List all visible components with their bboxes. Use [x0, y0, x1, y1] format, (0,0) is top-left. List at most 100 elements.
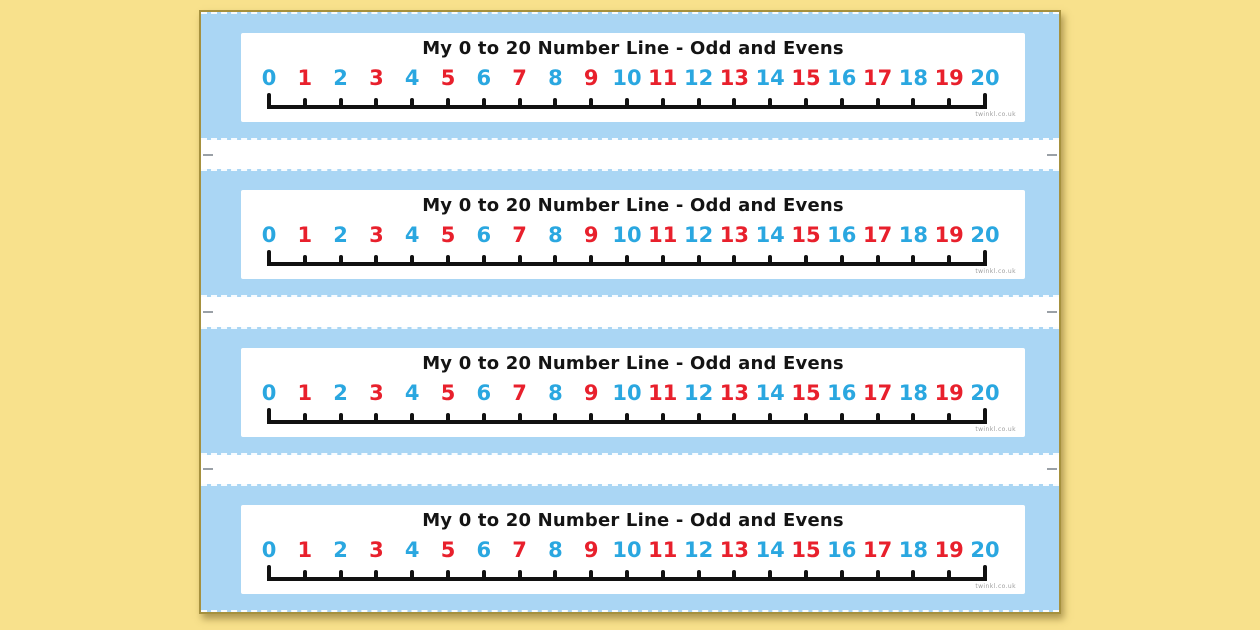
tick-mark-14 [768, 569, 773, 581]
number-line-strip: My 0 to 20 Number Line - Odd and Evens 0… [201, 169, 1059, 298]
tick-mark-19 [947, 412, 952, 424]
number-label-4: 4 [404, 380, 420, 405]
number-label-18: 18 [898, 66, 928, 90]
number-label-16: 16 [827, 223, 857, 248]
tick-mark-17 [875, 98, 880, 109]
tick-mark-11 [660, 98, 665, 109]
tick-mark-3 [374, 569, 379, 581]
strip-title: My 0 to 20 Number Line - Odd and Evens [422, 38, 844, 59]
tick-mark-5 [446, 569, 450, 581]
tick-mark-8 [553, 412, 558, 424]
tick-mark-13 [732, 98, 737, 109]
number-label-9: 9 [583, 380, 599, 405]
tick-mark-10 [625, 412, 629, 424]
tick-mark-20 [983, 407, 987, 424]
number-line-strip: My 0 to 20 Number Line - Odd and Evens 0… [201, 12, 1059, 140]
cut-mark-right [1047, 310, 1057, 313]
number-label-2: 2 [333, 66, 348, 90]
tick-mark-13 [732, 569, 737, 581]
tick-mark-2 [338, 412, 343, 424]
tick-mark-16 [839, 412, 844, 424]
tick-mark-1 [302, 255, 307, 267]
number-line-rail [267, 407, 987, 424]
number-label-16: 16 [827, 380, 857, 405]
tick-mark-5 [446, 255, 450, 267]
worksheet-page: My 0 to 20 Number Line - Odd and Evens 0… [199, 10, 1061, 614]
tick-mark-18 [911, 412, 916, 424]
tick-mark-10 [625, 569, 629, 581]
number-label-8: 8 [548, 223, 563, 248]
tick-mark-5 [446, 98, 450, 109]
number-label-7: 7 [512, 537, 527, 562]
number-label-13: 13 [719, 537, 749, 562]
tick-mark-9 [589, 412, 594, 424]
number-label-1: 1 [297, 537, 313, 562]
number-label-12: 12 [683, 66, 714, 90]
tick-mark-19 [947, 98, 952, 109]
cut-gap [201, 140, 1059, 170]
tick-mark-15 [804, 412, 808, 424]
number-label-6: 6 [476, 380, 492, 405]
number-label-9: 9 [583, 66, 599, 90]
tick-mark-7 [517, 412, 522, 424]
tick-mark-4 [410, 255, 415, 267]
tick-mark-2 [338, 569, 343, 581]
number-label-4: 4 [404, 223, 420, 248]
tick-mark-16 [839, 255, 844, 267]
tick-mark-0 [267, 250, 271, 267]
number-label-20: 20 [970, 537, 1000, 562]
number-label-13: 13 [719, 380, 749, 405]
number-label-9: 9 [583, 537, 599, 562]
cut-gap [201, 297, 1059, 327]
tick-mark-7 [517, 569, 522, 581]
number-line-card: My 0 to 20 Number Line - Odd and Evens 0… [241, 33, 1025, 122]
tick-mark-14 [768, 412, 773, 424]
number-line-rail [267, 564, 987, 581]
number-label-10: 10 [612, 380, 642, 405]
tick-mark-18 [911, 255, 916, 267]
number-label-2: 2 [333, 223, 348, 248]
watermark: twinkl.co.uk [975, 582, 1016, 590]
cut-mark-left [203, 153, 213, 156]
watermark: twinkl.co.uk [975, 111, 1016, 118]
tick-mark-5 [446, 412, 450, 424]
number-line-card: My 0 to 20 Number Line - Odd and Evens 0… [241, 190, 1025, 280]
number-label-16: 16 [827, 66, 857, 90]
tick-mark-11 [660, 255, 665, 267]
number-label-17: 17 [862, 66, 893, 90]
number-label-7: 7 [512, 223, 527, 248]
tick-mark-17 [875, 569, 880, 581]
number-label-0: 0 [261, 537, 277, 562]
number-label-20: 20 [970, 380, 1000, 405]
number-label-19: 19 [934, 66, 964, 90]
tick-mark-10 [625, 98, 629, 109]
cut-gap [201, 454, 1059, 484]
number-label-18: 18 [898, 537, 928, 562]
tick-mark-15 [804, 255, 808, 267]
tick-mark-20 [983, 564, 987, 581]
number-label-15: 15 [791, 66, 821, 90]
tick-mark-10 [625, 255, 629, 267]
number-label-16: 16 [827, 537, 857, 562]
number-label-13: 13 [719, 223, 749, 248]
number-label-14: 14 [755, 223, 785, 248]
tick-mark-13 [732, 255, 737, 267]
tick-mark-11 [660, 569, 665, 581]
tick-mark-9 [589, 255, 594, 267]
watermark: twinkl.co.uk [975, 268, 1016, 276]
tick-mark-12 [696, 255, 701, 267]
number-label-11: 11 [648, 66, 678, 90]
tick-mark-17 [875, 412, 880, 424]
tick-mark-1 [302, 569, 307, 581]
tick-mark-19 [947, 569, 952, 581]
tick-mark-12 [696, 412, 701, 424]
tick-mark-0 [267, 93, 271, 109]
tick-mark-4 [410, 98, 415, 109]
number-label-18: 18 [898, 380, 928, 405]
tick-mark-8 [553, 569, 558, 581]
number-line-rail [267, 93, 987, 109]
